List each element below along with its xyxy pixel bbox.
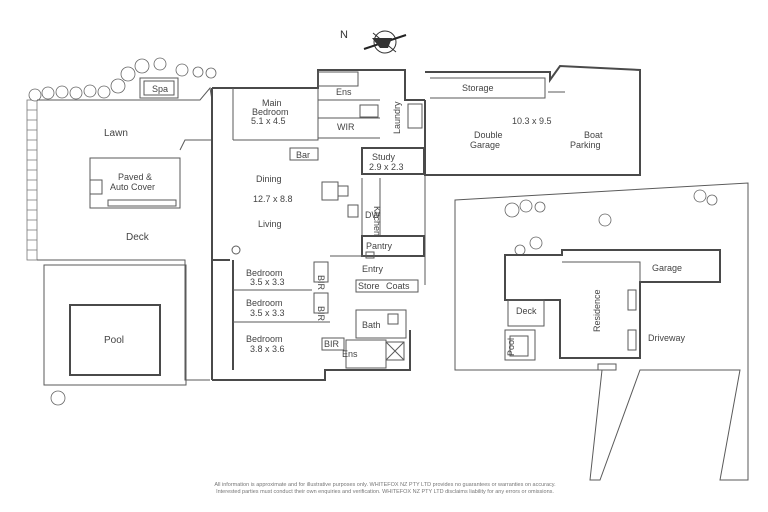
ensuite2-label: Ens xyxy=(342,349,358,359)
wir-label: WIR xyxy=(337,122,355,132)
auto-cover-label: Auto Cover xyxy=(110,182,155,192)
study-label: Study xyxy=(372,152,396,162)
spa-label: Spa xyxy=(152,84,168,94)
disclaimer: All information is approximate and for i… xyxy=(110,482,660,496)
entry-label: Entry xyxy=(362,264,384,274)
garage-label: Garage xyxy=(470,140,500,150)
parking-label: Parking xyxy=(570,140,601,150)
bedroom1-label: Bedroom xyxy=(246,268,283,278)
pantry-label: Pantry xyxy=(366,241,393,251)
disclaimer-line-1: All information is approximate and for i… xyxy=(214,482,556,488)
bedroom1-dim: 3.5 x 3.3 xyxy=(250,277,285,287)
main-bedroom-label-2: Bedroom xyxy=(252,107,289,117)
disclaimer-line-2: Interested parties must conduct their ow… xyxy=(216,489,554,495)
north-label: N xyxy=(340,29,348,41)
bir-label-1: BIR xyxy=(316,275,326,291)
deck-label: Deck xyxy=(126,232,150,243)
lawn-label: Lawn xyxy=(104,128,128,139)
living-label: Living xyxy=(258,219,282,229)
garage-walls xyxy=(424,64,641,176)
bir-label-2: BIR xyxy=(316,306,326,322)
store-label: Store xyxy=(358,281,380,291)
living-dim: 12.7 x 8.8 xyxy=(253,194,293,204)
ensuite-bath xyxy=(317,71,359,87)
coats-label: Coats xyxy=(386,281,410,291)
storage-label: Storage xyxy=(462,83,494,93)
garage-dim: 10.3 x 9.5 xyxy=(512,116,552,126)
boat-label: Boat xyxy=(584,130,603,140)
dining-label: Dining xyxy=(256,174,282,184)
garden-shrubs xyxy=(28,57,217,406)
main-bedroom-label: Main xyxy=(262,98,282,108)
bar-label: Bar xyxy=(296,150,310,160)
pool xyxy=(69,304,161,376)
bir-label-3: BIR xyxy=(324,339,340,349)
kitchen-label: Kitchen xyxy=(372,206,382,236)
site-deck-label: Deck xyxy=(516,306,537,316)
site-residence-label: Residence xyxy=(592,289,602,332)
bath-label: Bath xyxy=(362,320,381,330)
pool-area xyxy=(43,264,187,386)
site-garage-label: Garage xyxy=(652,263,682,273)
site-plan xyxy=(454,182,749,481)
bedroom2-label: Bedroom xyxy=(246,298,283,308)
bedroom3-dim: 3.8 x 3.6 xyxy=(250,344,285,354)
bedroom3-label: Bedroom xyxy=(246,334,283,344)
laundry-label: Laundry xyxy=(392,101,402,134)
pool-label: Pool xyxy=(104,335,124,346)
hedge xyxy=(26,99,38,261)
paved-label: Paved & xyxy=(118,172,152,182)
main-bedroom-dim: 5.1 x 4.5 xyxy=(251,116,286,126)
double-label: Double xyxy=(474,130,503,140)
site-pool-label: Pool xyxy=(506,338,516,356)
ensuite-label: Ens xyxy=(336,87,352,97)
bath xyxy=(355,309,407,339)
spa xyxy=(139,77,179,99)
bedroom2-dim: 3.5 x 3.3 xyxy=(250,308,285,318)
study-dim: 2.9 x 2.3 xyxy=(369,162,404,172)
compass-icon xyxy=(363,30,407,54)
dw-label: DW xyxy=(365,210,380,220)
site-driveway-label: Driveway xyxy=(648,333,686,343)
